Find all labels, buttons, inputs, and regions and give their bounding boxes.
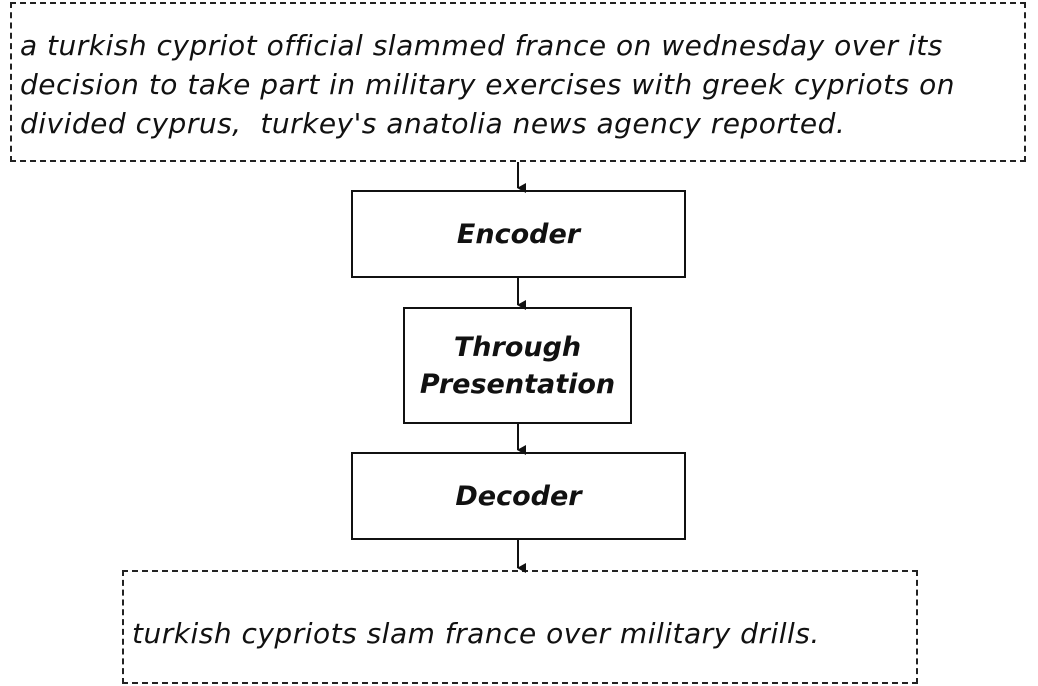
decoder-label: Decoder bbox=[455, 480, 582, 512]
decoder-box: Decoder bbox=[351, 452, 686, 540]
through-label-line2: Presentation bbox=[419, 368, 616, 400]
input-text: a turkish cypriot official slammed franc… bbox=[20, 29, 965, 140]
input-text-box: a turkish cypriot official slammed franc… bbox=[10, 2, 1026, 162]
through-presentation-box: Through Presentation bbox=[403, 307, 632, 424]
output-text-box: turkish cypriots slam france over milita… bbox=[122, 570, 918, 684]
output-text: turkish cypriots slam france over milita… bbox=[132, 617, 820, 650]
encoder-box: Encoder bbox=[351, 190, 686, 278]
encoder-label: Encoder bbox=[456, 218, 581, 250]
through-label-line1: Through bbox=[453, 331, 582, 363]
